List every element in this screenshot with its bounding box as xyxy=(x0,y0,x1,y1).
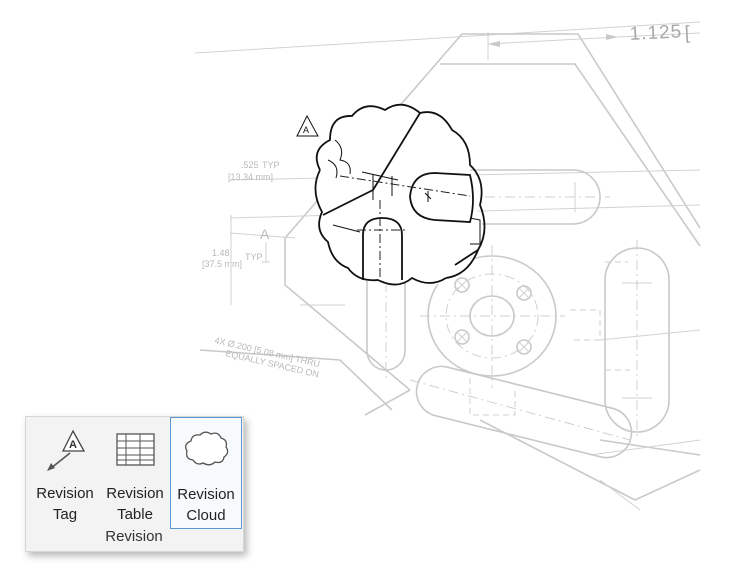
revision-table-label-line2: Table xyxy=(117,506,153,523)
top-dimension: 1.125 [ xyxy=(194,21,701,60)
revision-cloud-button[interactable]: Revision Cloud xyxy=(170,417,242,529)
dim-vert-value: 1.48 xyxy=(212,248,230,258)
revision-ribbon-panel: A Revision Tag Revision Table xyxy=(25,416,244,552)
svg-text:[: [ xyxy=(684,23,691,44)
revision-tag-label-line1: Revision xyxy=(36,485,94,502)
revision-tag-button[interactable]: A Revision Tag xyxy=(30,417,100,529)
dim-left-metric: [13.34 mm] xyxy=(228,172,273,182)
revision-tag-marker-letter: A xyxy=(303,125,309,135)
revision-cloud-label-line1: Revision xyxy=(177,486,235,503)
revision-tag-icon: A xyxy=(40,425,90,473)
revision-table-label-line1: Revision xyxy=(106,485,164,502)
dimension-main-text: 1.125 xyxy=(629,21,683,45)
revision-tag-icon-letter: A xyxy=(69,439,77,451)
datum-letter: A xyxy=(260,226,270,242)
revision-cloud-label-line2: Cloud xyxy=(186,507,226,524)
revision-table-icon xyxy=(110,425,160,473)
revision-table-button[interactable]: Revision Table xyxy=(100,417,170,529)
revision-cloud-icon xyxy=(181,426,231,474)
revision-tag-marker: A xyxy=(296,114,319,137)
faint-flange xyxy=(420,230,630,416)
dim-vert-suffix: TYP xyxy=(245,252,263,262)
faint-annotations: .525 TYP [13.34 mm] 1.48 [37.5 mm] TYP A… xyxy=(202,160,321,379)
dim-vert-metric: [37.5 mm] xyxy=(202,259,242,269)
dim-left-suffix: TYP xyxy=(262,160,280,170)
revision-cloud-markup[interactable] xyxy=(314,103,486,286)
dim-left-value: .525 xyxy=(241,160,259,170)
ribbon-panel-label: Revision xyxy=(105,528,163,545)
revision-tag-label-line2: Tag xyxy=(52,506,78,523)
faint-slots xyxy=(366,169,670,459)
